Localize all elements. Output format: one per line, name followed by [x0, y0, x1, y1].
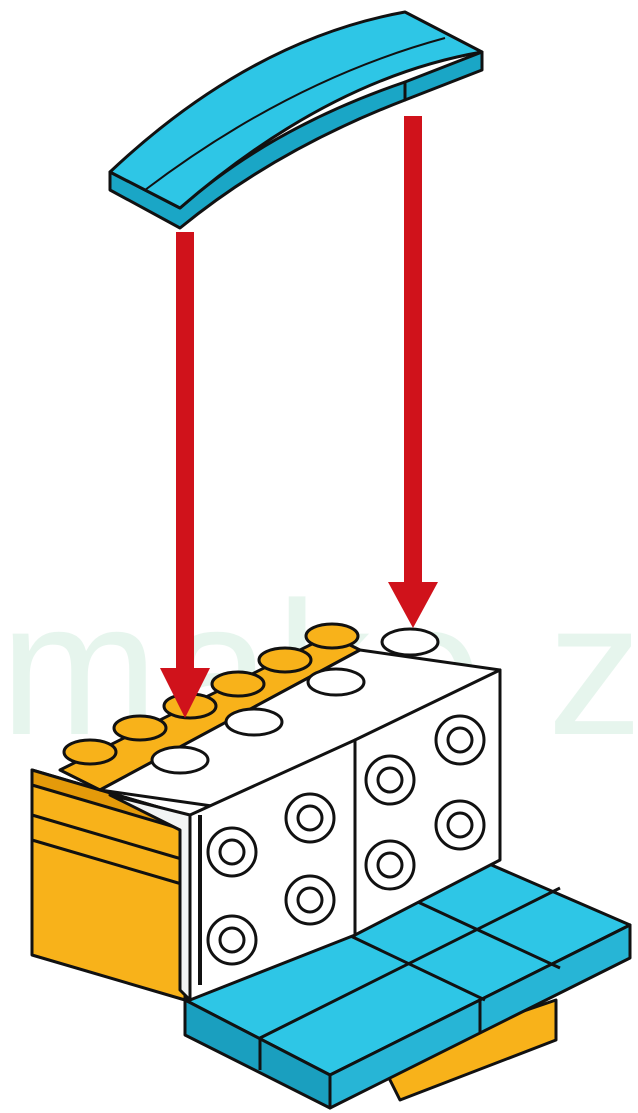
down-arrow-icon-left [160, 232, 210, 718]
down-arrow-icon-right [388, 116, 438, 628]
curved-arch-brick-icon [110, 12, 482, 228]
